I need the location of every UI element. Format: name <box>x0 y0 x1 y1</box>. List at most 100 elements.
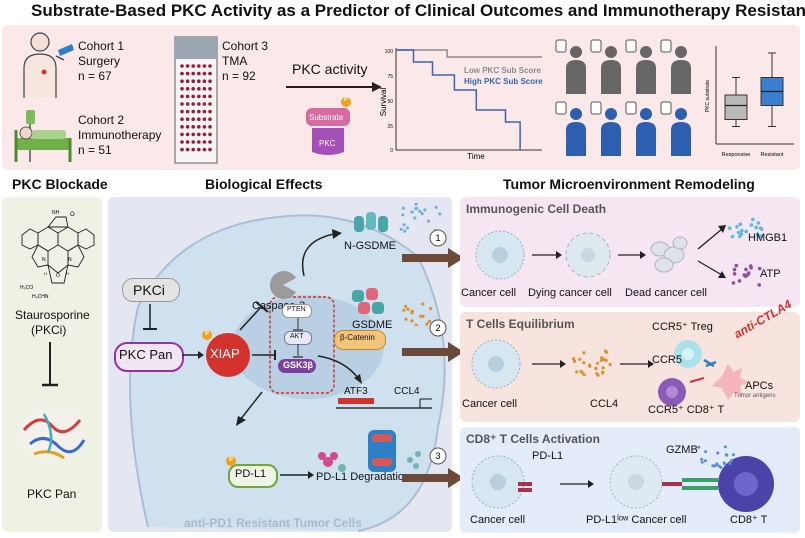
gsk-label: GSK3β <box>283 360 314 370</box>
xiap-label: XIAP <box>210 346 240 361</box>
ccr5-label: CCR5 <box>652 354 682 366</box>
dna-track-icon <box>336 398 432 409</box>
gsdme-icon <box>352 288 384 314</box>
molecule-dot <box>700 457 704 461</box>
tma-core <box>208 140 212 144</box>
tma-core <box>197 140 201 144</box>
molecule-dot <box>737 279 742 283</box>
arrow-icon <box>236 391 263 426</box>
tcell-title: T Cells Equilibrium <box>466 317 575 331</box>
icd-cells <box>475 217 764 287</box>
tick-25: 25 <box>387 124 393 130</box>
molecule-dot <box>605 350 609 354</box>
molecule-dot <box>730 459 733 462</box>
survival-chart: 100 75 50 25 0 Survival Time Low PKC Sub… <box>380 48 543 160</box>
boxplot-chart: PKC substrate Responsive Resistant <box>705 46 794 158</box>
tma-core <box>202 140 207 144</box>
mol-h3co: H₃CO <box>20 285 33 291</box>
molecule-dot <box>406 307 410 311</box>
pkci-label: PKCi <box>133 282 165 298</box>
molecule-dot <box>735 224 739 229</box>
molecule-dot <box>601 371 605 375</box>
iv-bag-icon <box>555 101 567 115</box>
tma-core <box>191 94 195 99</box>
patient-icon <box>570 46 582 58</box>
molecule-dot <box>413 216 417 220</box>
molecule-dot <box>410 319 414 323</box>
molecule-dot <box>401 206 405 210</box>
molecule-dot <box>604 358 608 363</box>
cohort3-name: Cohort 3 <box>222 39 269 53</box>
cohort2-n: n = 51 <box>78 143 112 157</box>
molecule-dot <box>410 210 414 214</box>
p-badge: P <box>344 97 349 103</box>
molecule-dot <box>410 309 414 313</box>
caspase-icon <box>269 271 296 299</box>
tma-core <box>202 87 207 91</box>
molecule-dot <box>414 202 418 206</box>
molecule-dot <box>582 373 586 377</box>
tma-core <box>197 71 201 76</box>
tma-core <box>185 140 190 144</box>
bcatenin-node <box>334 330 386 350</box>
tma-core <box>180 87 184 91</box>
molecule-dot <box>746 272 750 277</box>
cohort3-type: TMA <box>222 54 248 68</box>
arrow-icon <box>286 82 382 92</box>
molecule-dot <box>425 322 429 326</box>
arrow-icon <box>182 351 204 359</box>
inhibit-icon <box>252 350 276 360</box>
blockade-panel <box>2 197 102 532</box>
section-bio: Biological Effects <box>205 176 323 192</box>
cd8-cancer-label: Cancer cell <box>470 514 526 526</box>
molecule-dot <box>742 273 747 277</box>
tma-core <box>208 147 212 152</box>
iv-bag-icon <box>590 101 602 115</box>
ngsdme-icon <box>354 212 388 232</box>
iv-bag-icon <box>555 39 567 53</box>
tma-core <box>185 102 190 106</box>
molecule-dot <box>730 234 735 239</box>
ccr5-treg-label: CCR5⁺ Treg <box>652 321 713 333</box>
molecule-dot <box>595 372 599 376</box>
cohort1-name: Cohort 1 <box>78 39 125 53</box>
tma-core <box>191 71 195 76</box>
molecule-dot <box>575 370 579 374</box>
tma-core <box>202 94 207 99</box>
pkc-protein-icon <box>19 405 86 462</box>
patient-body-icon <box>671 122 691 156</box>
molecule-dot <box>438 212 442 216</box>
tma-core <box>202 102 207 106</box>
mol-h2: H <box>66 271 69 276</box>
patient-icon <box>675 46 687 58</box>
tma-core <box>185 147 190 152</box>
molecule-dot <box>731 281 736 285</box>
inhibit-icon <box>239 301 269 331</box>
low-score-curve <box>396 49 542 58</box>
molecule-dot <box>418 209 422 213</box>
tma-core <box>191 117 195 121</box>
cd8-title: CD8⁺ T Cells Activation <box>466 432 600 446</box>
molecule-dot <box>725 453 729 457</box>
patient-body-icon <box>636 60 656 94</box>
molecule-dot <box>600 356 604 360</box>
molecule-dot <box>405 226 410 230</box>
arrow-icon <box>280 471 314 479</box>
tma-core <box>197 109 201 114</box>
tma-core <box>197 125 201 129</box>
molecule-dot <box>757 283 761 287</box>
mol-o2: O <box>56 273 60 279</box>
tma-core <box>191 109 195 114</box>
tma-core <box>197 64 201 68</box>
atp-label: ATP <box>760 268 781 280</box>
molecule-dot <box>738 222 743 227</box>
icd-dead-cell: Dead cancer cell <box>625 287 707 299</box>
molecule-dot <box>728 462 732 465</box>
molecule-dot <box>572 357 576 361</box>
tma-core <box>185 87 190 91</box>
iv-bag-icon <box>625 39 637 53</box>
tma-core <box>202 109 207 114</box>
molecule-dot <box>428 319 432 323</box>
tumor-antigens-label: Tumor antigens <box>734 393 776 399</box>
gsdme-label: GSDME <box>352 319 393 331</box>
